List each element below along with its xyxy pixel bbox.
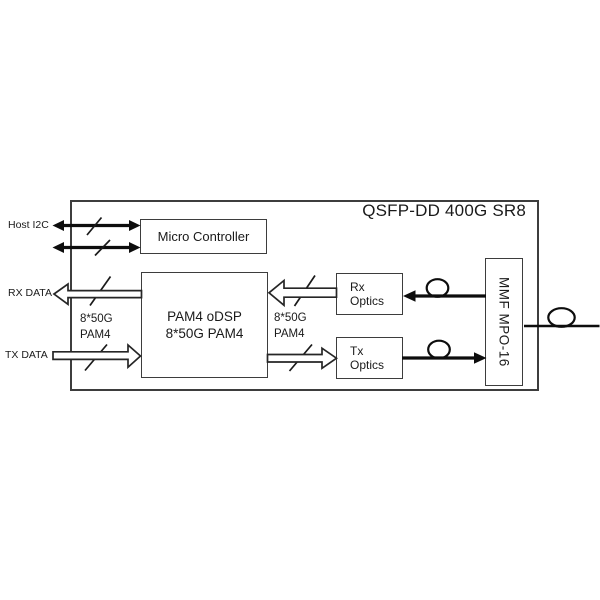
tx-optics-label-line2: Optics — [350, 358, 385, 372]
tx-bus-arrow — [268, 348, 337, 368]
bus-width-slash-i2c-bottom — [95, 240, 110, 256]
arrowhead-right-icon — [129, 242, 141, 253]
tx-data-label: TX DATA — [5, 349, 48, 361]
arrowhead-right-icon — [474, 352, 487, 364]
bus-label-right-line2: PAM4 — [274, 327, 305, 340]
tx-optics-label-line1: Tx — [350, 343, 364, 358]
tx-data-arrow — [53, 345, 141, 367]
bus-label-left-line1: 8*50G — [80, 313, 113, 325]
rx-fiber — [403, 279, 486, 302]
arrowhead-left-icon — [52, 242, 64, 253]
pam4-odsp-block: PAM4 oDSP 8*50G PAM4 — [141, 272, 268, 378]
rx-data-label: RX DATA — [8, 287, 52, 299]
tx-fiber — [402, 341, 487, 364]
rx-optics-block: Rx Optics — [336, 273, 403, 315]
rx-data-arrow — [54, 284, 142, 304]
odsp-label-line1: PAM4 oDSP — [167, 308, 242, 324]
mmf-mpo16-label: MMF MPO-16 — [496, 277, 512, 367]
arrowhead-right-icon — [129, 220, 141, 231]
micro-controller-block: Micro Controller — [140, 219, 267, 254]
rx-optics-label-line2: Optics — [350, 294, 385, 308]
fiber-loop-icon — [548, 308, 574, 327]
diagram-title: QSFP-DD 400G SR8 — [362, 201, 526, 220]
i2c-bus-arrow-top — [52, 220, 141, 231]
fiber-loop-icon — [427, 279, 449, 297]
bus-label-right: 8*50G PAM4 — [274, 311, 307, 342]
fiber-loop-icon — [428, 341, 450, 359]
external-fiber — [524, 308, 600, 327]
host-i2c-label: Host I2C — [8, 219, 49, 231]
odsp-label-line2: 8*50G PAM4 — [165, 326, 244, 341]
rx-bus-arrow — [269, 281, 337, 306]
mmf-mpo16-block: MMF MPO-16 — [485, 258, 523, 386]
bus-label-left-line2: PAM4 — [80, 328, 111, 341]
i2c-bus-arrow-bottom — [52, 242, 141, 253]
bus-label-left: 8*50G PAM4 — [80, 312, 113, 343]
rx-optics-label-line1: Rx — [350, 279, 365, 294]
arrowhead-left-icon — [403, 290, 416, 302]
arrowhead-left-icon — [52, 220, 64, 231]
bus-width-slash-i2c-top — [87, 218, 102, 236]
bus-label-right-line1: 8*50G — [274, 312, 307, 324]
micro-controller-label: Micro Controller — [157, 229, 250, 244]
